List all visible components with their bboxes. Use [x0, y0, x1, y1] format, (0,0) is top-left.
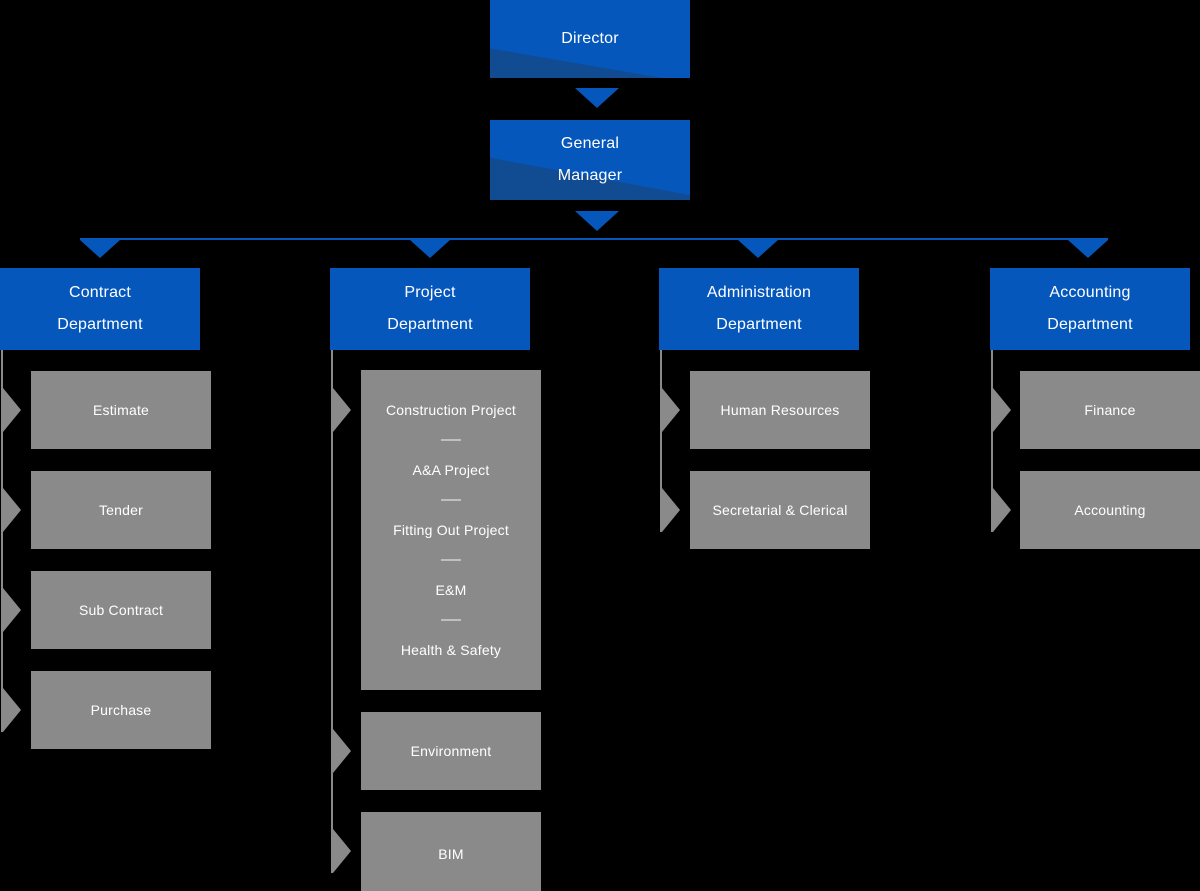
general-manager-label-line2: Manager — [557, 167, 623, 184]
connector-line-project — [331, 350, 333, 873]
arrow-down-icon — [575, 88, 619, 108]
chevron-right-icon — [993, 388, 1011, 432]
general-manager-label-line1: General — [560, 135, 620, 152]
purchase-label: Purchase — [90, 702, 152, 718]
chevron-right-icon — [3, 588, 21, 632]
dept-accounting-line2: Department — [1047, 316, 1133, 333]
chevron-right-icon — [662, 488, 680, 532]
group-divider — [441, 619, 461, 621]
org-node-environment: Environment — [361, 712, 541, 790]
dept-accounting-line1: Accounting — [1049, 284, 1131, 301]
arrow-down-icon — [575, 211, 619, 231]
chevron-right-icon — [993, 488, 1011, 532]
org-node-purchase: Purchase — [31, 671, 211, 749]
dept-administration-line1: Administration — [706, 284, 812, 301]
branch-arrow-administration-icon — [738, 240, 778, 258]
connector-line-accounting — [991, 350, 993, 532]
estimate-label: Estimate — [92, 402, 150, 418]
chevron-right-icon — [333, 388, 351, 432]
health-safety-label: Health & Safety — [400, 642, 502, 658]
director-label: Director — [561, 30, 619, 47]
chevron-right-icon — [333, 829, 351, 873]
dept-administration-line2: Department — [716, 316, 802, 333]
org-node-sub-contract: Sub Contract — [31, 571, 211, 649]
org-node-bim: BIM — [361, 812, 541, 891]
dept-project-line1: Project — [404, 284, 456, 301]
org-node-estimate: Estimate — [31, 371, 211, 449]
branch-arrow-accounting-icon — [1068, 240, 1108, 258]
chevron-right-icon — [333, 729, 351, 773]
fitting-out-project-label: Fitting Out Project — [393, 522, 509, 538]
dept-contract-line2: Department — [57, 316, 143, 333]
org-node-secretarial-clerical: Secretarial & Clerical — [690, 471, 870, 549]
accounting-label: Accounting — [1074, 502, 1146, 518]
org-node-human-resources: Human Resources — [690, 371, 870, 449]
dept-node-accounting: Accounting Department — [990, 268, 1190, 350]
aa-project-label: A&A Project — [412, 462, 490, 478]
bim-label: BIM — [438, 846, 464, 862]
finance-label: Finance — [1084, 402, 1136, 418]
chevron-right-icon — [3, 388, 21, 432]
dept-contract-line1: Contract — [68, 284, 132, 301]
group-divider — [441, 559, 461, 561]
em-label: E&M — [435, 582, 467, 598]
connector-line-contract — [1, 350, 3, 732]
connector-line-administration — [660, 350, 662, 532]
tender-label: Tender — [98, 502, 143, 518]
environment-label: Environment — [410, 743, 492, 759]
secretarial-clerical-label: Secretarial & Clerical — [712, 502, 848, 518]
org-node-director: Director — [490, 0, 690, 78]
sub-contract-label: Sub Contract — [78, 602, 164, 618]
org-node-accounting-sub: Accounting — [1020, 471, 1200, 549]
dept-node-project: Project Department — [330, 268, 530, 350]
chevron-right-icon — [3, 688, 21, 732]
dept-node-contract: Contract Department — [0, 268, 200, 350]
branch-arrow-project-icon — [410, 240, 450, 258]
construction-project-label: Construction Project — [385, 402, 517, 418]
chevron-right-icon — [662, 388, 680, 432]
branch-arrow-contract-icon — [80, 240, 120, 258]
org-node-tender: Tender — [31, 471, 211, 549]
chevron-right-icon — [3, 488, 21, 532]
connector-line-horizontal — [80, 238, 1108, 240]
org-node-finance: Finance — [1020, 371, 1200, 449]
dept-node-administration: Administration Department — [659, 268, 859, 350]
dept-project-line2: Department — [387, 316, 473, 333]
group-divider — [441, 499, 461, 501]
org-node-general-manager: General Manager — [490, 120, 690, 200]
group-divider — [441, 439, 461, 441]
human-resources-label: Human Resources — [720, 402, 840, 418]
org-node-project-group: Construction Project A&A Project Fitting… — [361, 370, 541, 690]
